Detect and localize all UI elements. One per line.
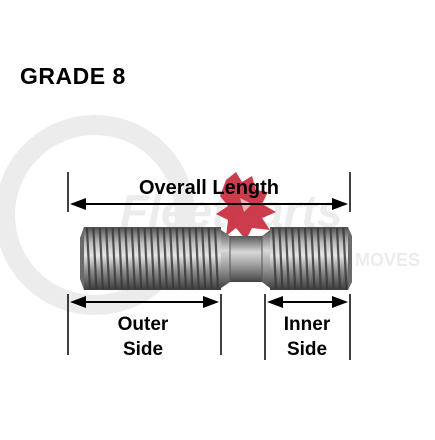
inner-side-dimension: Inner Side: [264, 294, 351, 360]
outer-right-arrowhead: [203, 296, 219, 308]
overall-right-arrowhead: [332, 198, 348, 210]
thread-ridge: [105, 227, 111, 290]
thread-ridge: [316, 227, 322, 290]
thread-ridge: [175, 227, 181, 290]
thread-ridge: [188, 227, 194, 290]
outer-threaded-section: [80, 227, 221, 290]
thread-ridge: [271, 227, 278, 290]
stud-shoulder: [221, 230, 270, 288]
thread-ridge: [303, 227, 310, 290]
thread-ridge: [117, 227, 124, 290]
thread-ridge: [137, 227, 143, 290]
outer-left-arrowhead: [70, 296, 86, 308]
thread-ridge: [130, 227, 136, 290]
thread-ridge: [149, 227, 156, 290]
thread-ridge: [297, 227, 303, 290]
outer-side-label-line1: Outer: [118, 314, 169, 335]
inner-right-arrowhead: [332, 296, 348, 308]
thread-ridge: [310, 227, 316, 290]
inner-side-label-line2: Side: [287, 339, 327, 360]
inner-side-label-line1: Inner: [284, 314, 331, 335]
thread-ridge: [85, 227, 92, 290]
thread-ridge: [342, 227, 348, 290]
thread-ridge: [194, 227, 200, 290]
grade-title: GRADE 8: [20, 63, 126, 89]
thread-ridge: [207, 227, 213, 290]
thread-ridge: [335, 227, 342, 290]
watermark-ring: [0, 115, 195, 315]
thread-ridge: [124, 227, 130, 290]
overall-left-arrowhead: [70, 198, 86, 210]
thread-ridge: [213, 227, 220, 290]
thread-ridge: [278, 227, 284, 290]
watermark-tagline: MOVES: [355, 250, 420, 270]
thread-ridge: [169, 227, 175, 290]
overall-length-label: Overall Length: [139, 177, 279, 199]
outer-side-dimension: Outer Side: [67, 294, 222, 360]
thread-ridge: [143, 227, 149, 290]
thread-ridge: [201, 227, 207, 290]
thread-ridge: [323, 227, 329, 290]
thread-ridge: [284, 227, 290, 290]
thread-ridge: [111, 227, 117, 290]
thread-ridge: [329, 227, 335, 290]
inner-left-arrowhead: [267, 296, 283, 308]
outer-side-label-line2: Side: [123, 339, 163, 360]
inner-threaded-section: [270, 227, 352, 290]
thread-ridge: [291, 227, 297, 290]
thread-ridge: [156, 227, 162, 290]
overall-length-dimension: Overall Length: [67, 172, 351, 212]
stud-bolt: [80, 227, 352, 290]
thread-ridge: [162, 227, 168, 290]
thread-ridge: [181, 227, 188, 290]
thread-ridge: [92, 227, 98, 290]
thread-ridge: [98, 227, 104, 290]
